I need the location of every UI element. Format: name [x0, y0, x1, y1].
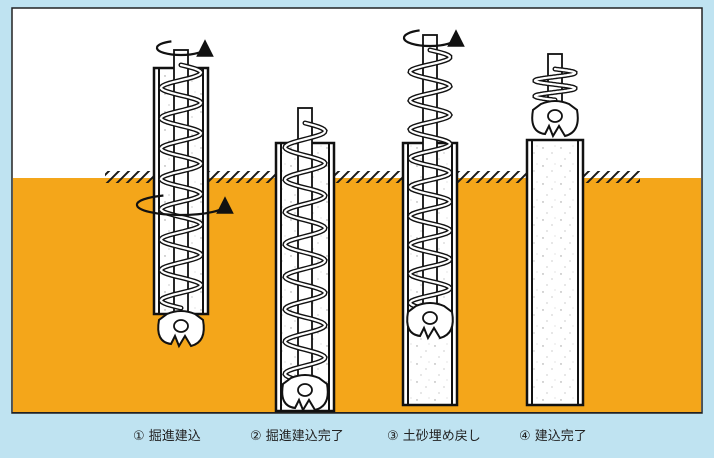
rotation-arrow-icon [155, 39, 214, 57]
rotation-arrow-icon [402, 29, 465, 48]
ground-area [13, 178, 701, 412]
step4-complete [525, 53, 585, 407]
rotation-arrow-icon [135, 196, 234, 217]
step2-caption: ② 掘進建込完了 [250, 429, 344, 444]
step4-caption: ④ 建込完了 [519, 429, 587, 444]
step3-backfill [401, 29, 465, 407]
step3-caption: ③ 土砂埋め戻し [387, 429, 481, 444]
step1-caption: ① 掘進建込 [133, 429, 201, 444]
step1-drilling [135, 39, 234, 349]
step2-installed [274, 107, 336, 413]
ground-surface-hatch [105, 171, 640, 183]
